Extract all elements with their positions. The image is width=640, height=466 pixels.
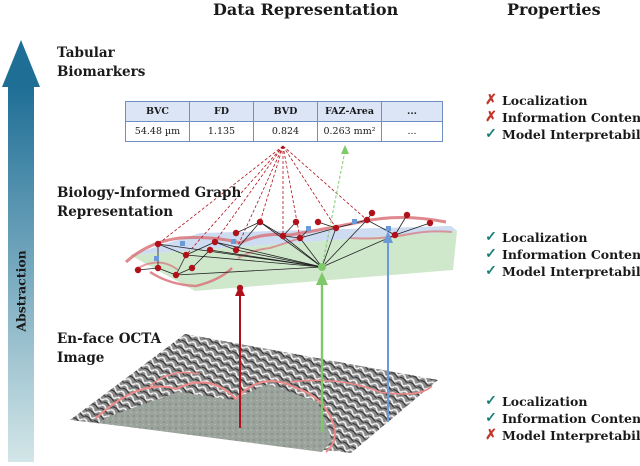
property-row: ✗ Model Interpretability	[484, 427, 640, 444]
property-name: Information Content	[502, 110, 640, 125]
faz-to-table-link	[321, 145, 349, 268]
col-header-bvc: BVC	[125, 101, 190, 122]
biomarker-table: BVC FD BVD FAZ-Area ... 54.48 µm 1.135 0…	[125, 101, 443, 142]
check-icon: ✓	[485, 126, 497, 142]
property-row: ✓ Information Content	[484, 410, 640, 427]
property-row: ✗ Localization	[484, 92, 640, 109]
property-row: ✓ Localization	[484, 393, 640, 410]
graph-edges	[137, 212, 431, 276]
check-icon: ✓	[485, 246, 497, 262]
check-icon: ✓	[485, 263, 497, 279]
arrow-vessel-to-graph	[235, 285, 245, 428]
level-tabular-title: Tabular Biomarkers	[57, 44, 145, 82]
value-bvc: 54.48 µm	[125, 121, 190, 142]
check-icon: ✓	[485, 393, 497, 409]
level-title-line: Tabular	[57, 45, 115, 61]
property-name: Model Interpretability	[502, 428, 640, 443]
properties-graph: ✓ Localization ✓ Information Content ✓ M…	[484, 229, 640, 280]
col-header-faz-area: FAZ-Area	[317, 101, 382, 122]
property-row: ✓ Model Interpretability	[484, 126, 640, 143]
header-data-representation: Data Representation	[213, 0, 399, 19]
check-icon: ✓	[485, 229, 497, 245]
level-title-line: Representation	[57, 204, 174, 220]
graph-to-bvd-links	[157, 145, 368, 256]
property-name: Model Interpretability	[502, 264, 640, 279]
graph-plane	[124, 216, 457, 291]
property-name: Information Content	[502, 411, 640, 426]
property-name: Localization	[502, 230, 588, 245]
properties-octa: ✓ Localization ✓ Information Content ✗ M…	[484, 393, 640, 444]
faz-nodes	[154, 219, 391, 261]
value-bvd: 0.824	[253, 121, 318, 142]
value-more: ...	[381, 121, 443, 142]
property-row: ✓ Information Content	[484, 246, 640, 263]
property-row: ✓ Localization	[484, 229, 640, 246]
biomarker-value-row: 54.48 µm 1.135 0.824 0.263 mm² ...	[125, 121, 443, 142]
level-title-line: Image	[57, 350, 105, 366]
property-row: ✓ Model Interpretability	[484, 263, 640, 280]
col-header-more: ...	[381, 101, 443, 122]
arrow-faz-to-graph	[316, 272, 328, 432]
level-title-line: En-face OCTA	[57, 331, 162, 347]
octa-image-plane	[70, 334, 438, 453]
property-name: Information Content	[502, 247, 640, 262]
col-header-fd: FD	[189, 101, 254, 122]
abstraction-axis-label: Abstraction	[13, 250, 29, 332]
arrow-faz-boundary-to-graph	[383, 231, 393, 422]
cross-icon: ✗	[485, 92, 497, 108]
biomarker-header-row: BVC FD BVD FAZ-Area ...	[125, 101, 443, 122]
abstraction-axis-arrow	[2, 40, 40, 462]
faz-graph-node	[318, 263, 326, 271]
level-octa-title: En-face OCTA Image	[57, 330, 161, 368]
col-header-bvd: BVD	[253, 101, 318, 122]
property-name: Localization	[502, 394, 588, 409]
property-name: Localization	[502, 93, 588, 108]
properties-tabular: ✗ Localization ✗ Information Content ✓ M…	[484, 92, 640, 143]
property-name: Model Interpretability	[502, 127, 640, 142]
value-fd: 1.135	[189, 121, 254, 142]
header-properties: Properties	[507, 0, 601, 19]
property-row: ✗ Information Content	[484, 109, 640, 126]
level-title-line: Biomarkers	[57, 64, 146, 80]
value-faz-area: 0.263 mm²	[317, 121, 382, 142]
vessel-nodes	[134, 209, 434, 292]
level-graph-title: Biology-Informed Graph Representation	[57, 184, 241, 222]
check-icon: ✓	[485, 410, 497, 426]
cross-icon: ✗	[485, 427, 497, 443]
level-title-line: Biology-Informed Graph	[57, 185, 242, 201]
cross-icon: ✗	[485, 109, 497, 125]
